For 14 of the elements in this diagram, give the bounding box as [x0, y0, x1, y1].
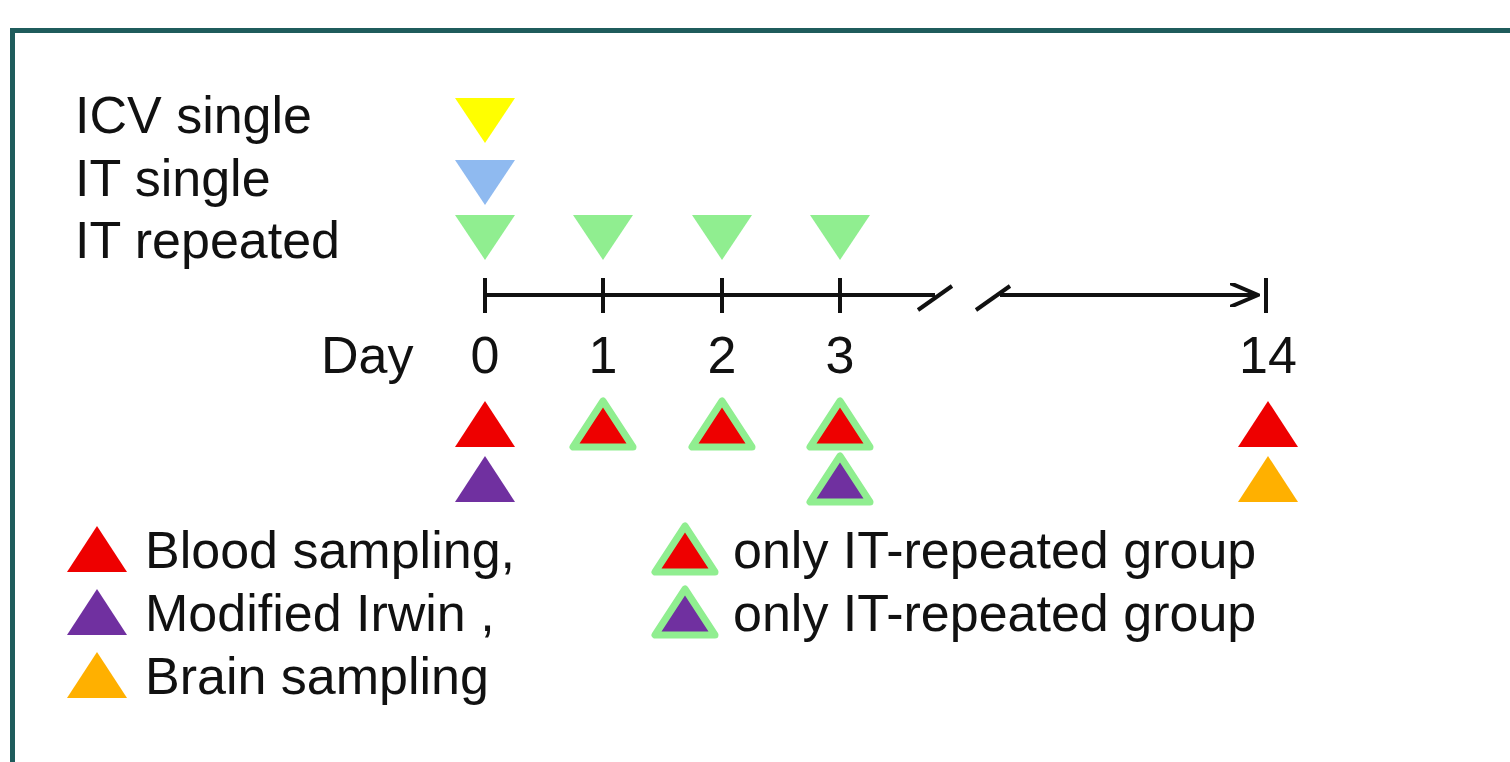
axis-title: Day — [321, 325, 414, 385]
tick-label: 1 — [588, 325, 618, 385]
legend-text: only IT-repeated group — [733, 583, 1257, 643]
legend-text: Blood sampling, — [145, 520, 515, 580]
legend-text: only IT-repeated group — [733, 520, 1257, 580]
group-label: IT repeated — [75, 210, 340, 270]
legend-text: Modified Irwin , — [145, 583, 495, 643]
tick-label: 3 — [825, 325, 855, 385]
legend-text: Brain sampling — [145, 646, 489, 706]
tick-label: 14 — [1239, 325, 1297, 385]
group-label: ICV single — [75, 85, 312, 145]
tick-label: 0 — [470, 325, 500, 385]
tick-label: 2 — [707, 325, 737, 385]
group-label: IT single — [75, 148, 271, 208]
